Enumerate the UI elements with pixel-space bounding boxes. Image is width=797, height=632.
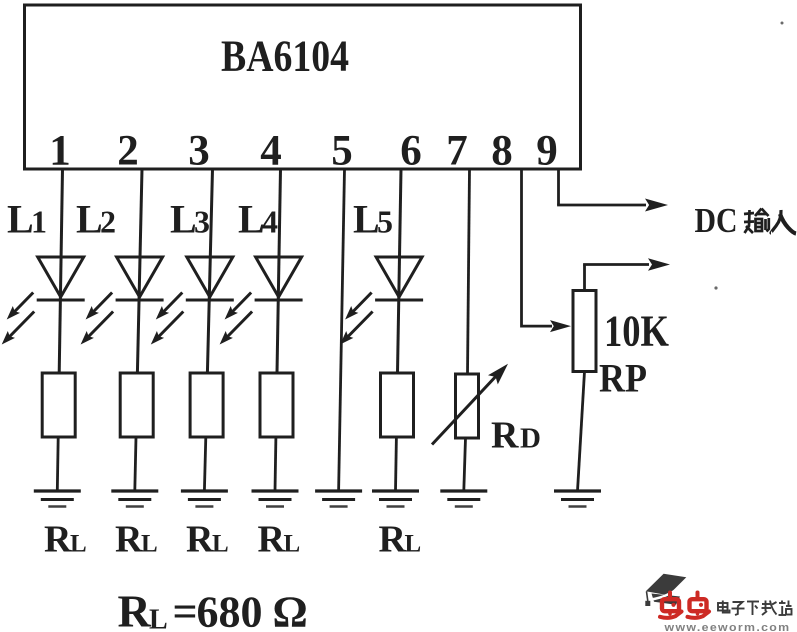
svg-text:1: 1 bbox=[49, 128, 71, 175]
svg-text:Ω: Ω bbox=[273, 588, 308, 632]
svg-text:L: L bbox=[149, 605, 168, 632]
svg-text:L: L bbox=[76, 197, 103, 242]
svg-text:L: L bbox=[238, 197, 265, 242]
svg-text:R: R bbox=[44, 519, 72, 561]
svg-text:3: 3 bbox=[188, 128, 210, 175]
svg-text:RP: RP bbox=[599, 356, 647, 401]
svg-text:R: R bbox=[379, 519, 407, 561]
svg-text:R: R bbox=[491, 415, 519, 457]
svg-text:R: R bbox=[118, 586, 152, 632]
svg-text:L: L bbox=[7, 197, 34, 242]
svg-text:8: 8 bbox=[491, 128, 513, 175]
svg-text:5: 5 bbox=[331, 128, 353, 175]
svg-text:4: 4 bbox=[262, 204, 278, 240]
svg-text:=: = bbox=[173, 588, 198, 632]
svg-text:L: L bbox=[353, 197, 380, 242]
svg-text:L: L bbox=[70, 531, 87, 558]
svg-text:www.eeworm.com: www.eeworm.com bbox=[663, 622, 790, 632]
svg-text:D: D bbox=[520, 423, 541, 455]
svg-text:R: R bbox=[115, 519, 143, 561]
svg-text:10K: 10K bbox=[604, 307, 669, 356]
svg-text:L: L bbox=[141, 531, 158, 558]
svg-text:3: 3 bbox=[194, 204, 210, 240]
svg-text:R: R bbox=[258, 519, 286, 561]
svg-text:R: R bbox=[186, 519, 214, 561]
svg-text:1: 1 bbox=[31, 204, 47, 240]
svg-text:L: L bbox=[405, 531, 422, 558]
svg-text:BA6104: BA6104 bbox=[221, 32, 349, 81]
svg-text:5: 5 bbox=[377, 204, 393, 240]
svg-text:L: L bbox=[212, 531, 229, 558]
svg-text:2: 2 bbox=[100, 204, 116, 240]
svg-text:9: 9 bbox=[536, 128, 558, 175]
svg-text:680: 680 bbox=[197, 588, 263, 632]
svg-text:L: L bbox=[284, 531, 301, 558]
svg-text:4: 4 bbox=[260, 128, 282, 175]
svg-text:L: L bbox=[170, 197, 197, 242]
svg-text:2: 2 bbox=[117, 128, 139, 175]
svg-text:7: 7 bbox=[446, 128, 468, 175]
svg-text:6: 6 bbox=[400, 128, 422, 175]
svg-text:DC: DC bbox=[695, 201, 738, 240]
